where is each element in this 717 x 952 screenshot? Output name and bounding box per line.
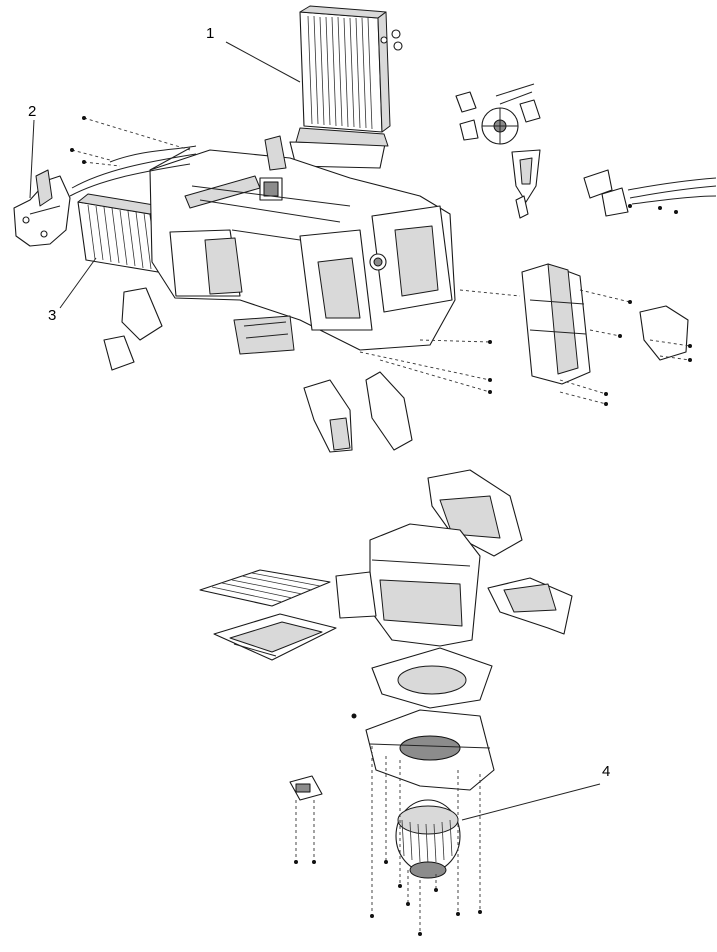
blower-upper-case <box>335 469 573 647</box>
heater-core <box>77 193 161 273</box>
lower-small-parts <box>103 287 413 453</box>
air-duct-tubes <box>69 145 197 197</box>
callout-4: 4 <box>602 763 610 780</box>
evaporator-core <box>289 5 403 169</box>
cabin-filter <box>199 569 337 661</box>
blower-scroll-housing <box>365 647 495 791</box>
blower-motor <box>395 799 461 879</box>
fastener-leaders <box>71 117 691 934</box>
callout-2: 2 <box>28 103 36 120</box>
callout-1: 1 <box>206 25 214 42</box>
mounting-bracket <box>13 169 71 247</box>
actuator-assembly <box>455 83 541 219</box>
side-housing-panel <box>521 263 689 385</box>
fastener-screws <box>70 116 692 936</box>
blower-resistor <box>289 775 323 801</box>
callout-3: 3 <box>48 307 56 324</box>
refrigerant-pipes <box>583 169 717 217</box>
hvac-main-housing <box>149 135 456 351</box>
callout-leaders <box>29 41 601 821</box>
